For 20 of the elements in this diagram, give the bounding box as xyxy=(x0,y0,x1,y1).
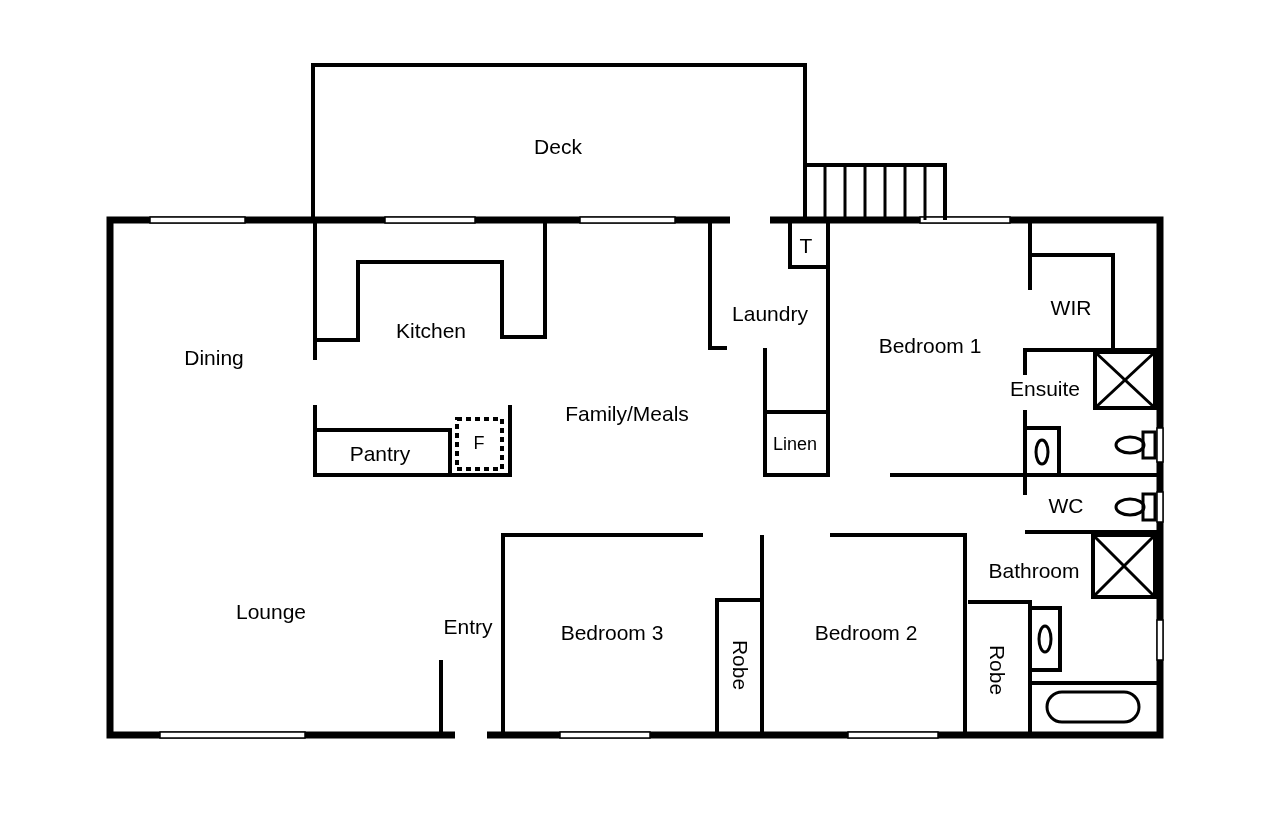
room-label: Ensuite xyxy=(1010,377,1080,399)
room-label: Dining xyxy=(184,346,244,368)
room-label: Robe xyxy=(729,639,751,691)
room-label: Family/Meals xyxy=(565,402,689,424)
room-label: Kitchen xyxy=(396,319,466,341)
room-label: Robe xyxy=(986,644,1008,696)
room-label: WIR xyxy=(1050,296,1092,318)
room-label: Lounge xyxy=(235,600,307,622)
room-label: T xyxy=(799,234,813,256)
room-label: F xyxy=(473,434,485,452)
room-label: WC xyxy=(1048,494,1084,516)
room-label: Bathroom xyxy=(988,559,1080,581)
room-label: Bedroom 3 xyxy=(560,621,664,643)
room-label: Bedroom 1 xyxy=(878,334,982,356)
room-label: Deck xyxy=(534,135,582,157)
room-label: Entry xyxy=(443,615,493,637)
room-label: Laundry xyxy=(732,302,808,324)
room-label: Pantry xyxy=(349,442,411,464)
room-label: Linen xyxy=(773,435,817,453)
room-label: Bedroom 2 xyxy=(814,621,918,643)
